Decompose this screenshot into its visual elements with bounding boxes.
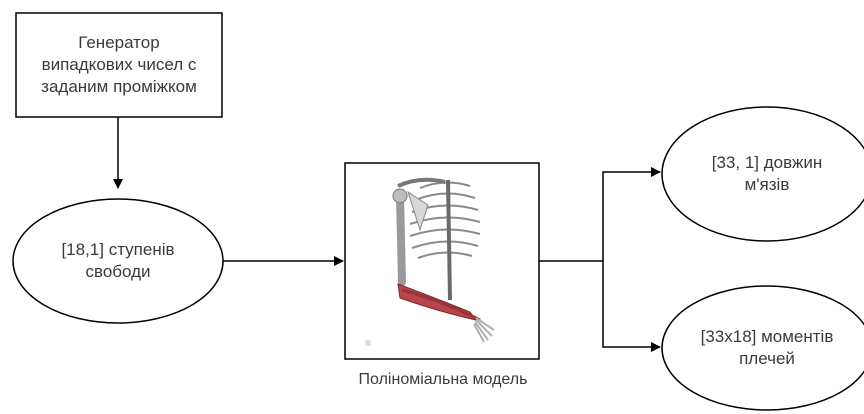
svg-text:®: ® xyxy=(364,339,372,348)
model-box xyxy=(345,163,539,359)
model-caption: Поліноміальна модель xyxy=(320,366,566,394)
dof-label: [18,1] ступенів свободи xyxy=(20,225,216,297)
lengths-label: [33, 1] довжин м'язів xyxy=(670,142,864,206)
edge-model-lengths xyxy=(539,172,660,261)
edge-model-moments xyxy=(603,261,660,347)
moments-label: [33x18] моментів плечей xyxy=(670,316,864,380)
generator-label: Генератор випадкових чисел с заданим про… xyxy=(16,13,222,117)
